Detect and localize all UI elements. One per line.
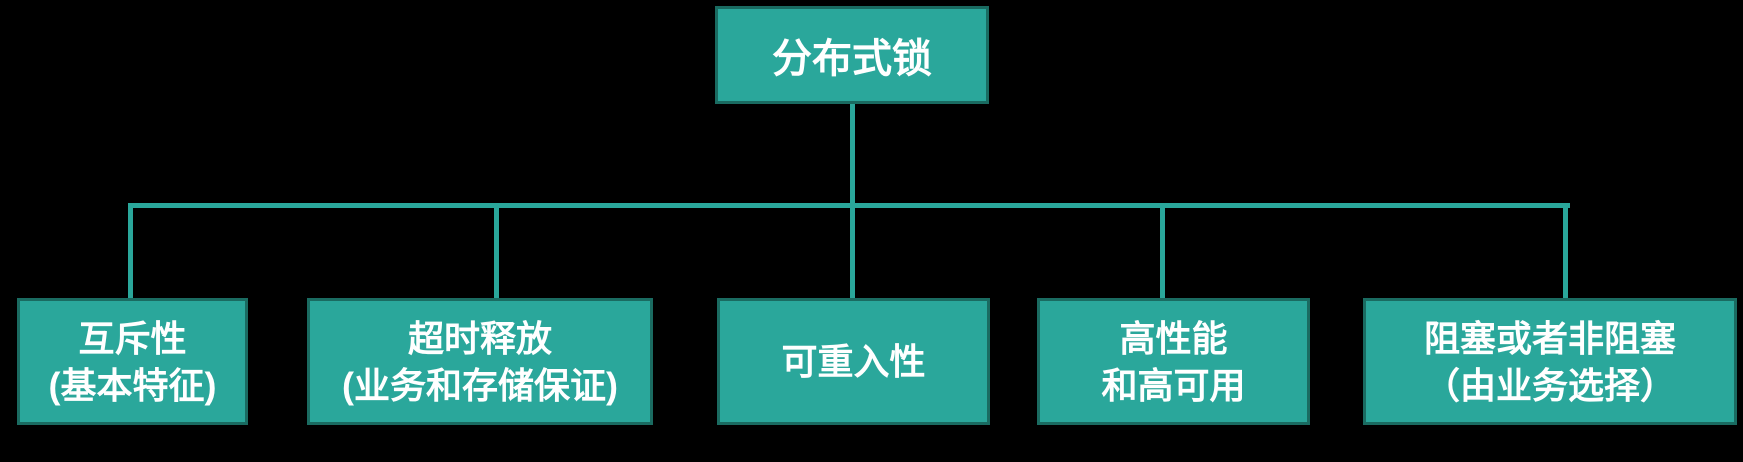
node-label-line1: 超时释放	[407, 317, 552, 359]
node-label-line2: (基本特征)	[48, 364, 217, 406]
node-label-line1: 高性能	[1119, 317, 1228, 359]
node-timeout-release: 超时释放 (业务和存储保证)	[307, 298, 653, 425]
connector-drop-child1	[128, 203, 133, 298]
connector-root-stem	[850, 104, 855, 298]
node-distributed-lock: 分布式锁	[715, 6, 989, 104]
node-blocking-nonblocking: 阻塞或者非阻塞 （由业务选择）	[1363, 298, 1737, 425]
connector-horizontal	[128, 203, 1570, 208]
node-label-line1: 互斥性	[78, 317, 187, 359]
node-mutual-exclusion: 互斥性 (基本特征)	[17, 298, 248, 425]
connector-drop-child5	[1563, 203, 1568, 298]
node-label-line2: （由业务选择）	[1423, 364, 1676, 406]
node-label-line1: 阻塞或者非阻塞	[1423, 317, 1676, 359]
node-high-performance-availability: 高性能 和高可用	[1037, 298, 1310, 425]
node-label: 分布式锁	[772, 37, 932, 81]
connector-drop-child2	[494, 203, 499, 298]
node-label-line2: (业务和存储保证)	[342, 364, 618, 406]
node-label-line1: 可重入性	[781, 341, 926, 382]
node-reentrancy: 可重入性	[717, 298, 990, 425]
node-label-line2: 和高可用	[1101, 364, 1246, 406]
connector-drop-child4	[1160, 203, 1165, 298]
